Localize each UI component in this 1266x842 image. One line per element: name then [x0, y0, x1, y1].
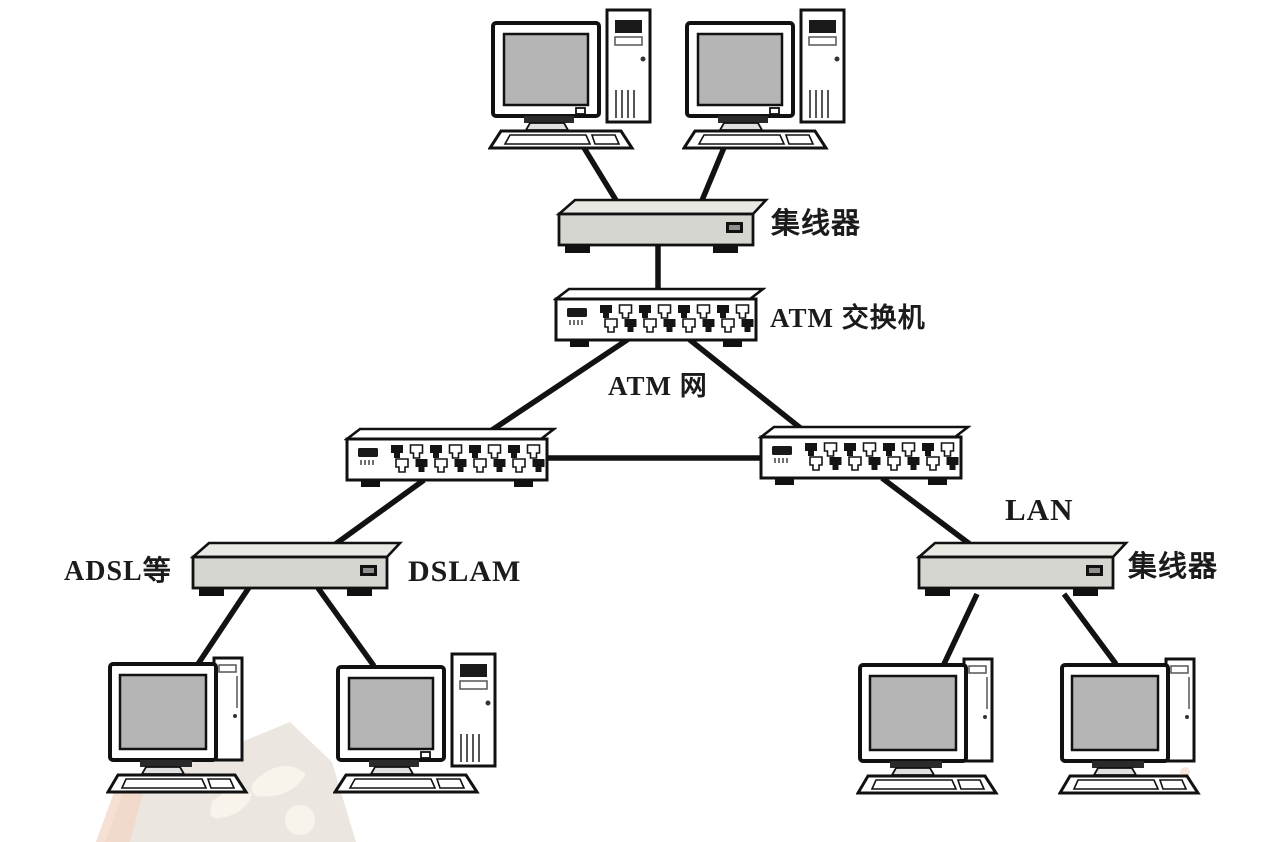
edge-dslam-pc-1	[195, 584, 253, 666]
watermark	[96, 722, 1190, 842]
atm-switch-left-icon	[344, 426, 557, 488]
edge-dslam-pc-2	[315, 586, 377, 668]
label-lan: LAN	[1005, 492, 1074, 527]
computer-top-1-icon	[488, 8, 652, 150]
edge-switch-lan-hub	[880, 475, 977, 551]
hub-top-icon	[557, 198, 768, 255]
computer-bottom-left-1-icon	[106, 656, 248, 794]
label-lan-hub: 集线器	[1128, 551, 1219, 583]
computer-bottom-right-2-icon	[1058, 657, 1200, 795]
atm-switch-top-icon	[553, 286, 766, 348]
label-atm-switch: ATM 交换机	[770, 303, 926, 333]
atm-switch-right-icon	[758, 424, 971, 486]
computer-bottom-right-1-icon	[856, 657, 998, 795]
label-dslam: DSLAM	[408, 555, 522, 588]
computer-top-2-icon	[682, 8, 846, 150]
edge-pc-top-2-hub	[695, 136, 731, 212]
edge-lanhub-pc-1	[941, 592, 980, 666]
edge-atm-switch-left	[466, 333, 635, 449]
edge-switch-dslam	[328, 477, 426, 551]
computer-bottom-left-2-icon	[333, 652, 497, 794]
edge-lanhub-pc-2	[1061, 592, 1119, 666]
dslam-icon	[191, 541, 402, 598]
edge-pc-top-1-hub	[575, 136, 625, 212]
label-hub-top: 集线器	[771, 208, 862, 240]
lan-hub-icon	[917, 541, 1128, 598]
edge-atm-switch-right	[683, 333, 820, 445]
label-adsl: ADSL等	[64, 556, 172, 587]
label-atm-net: ATM 网	[608, 371, 708, 401]
